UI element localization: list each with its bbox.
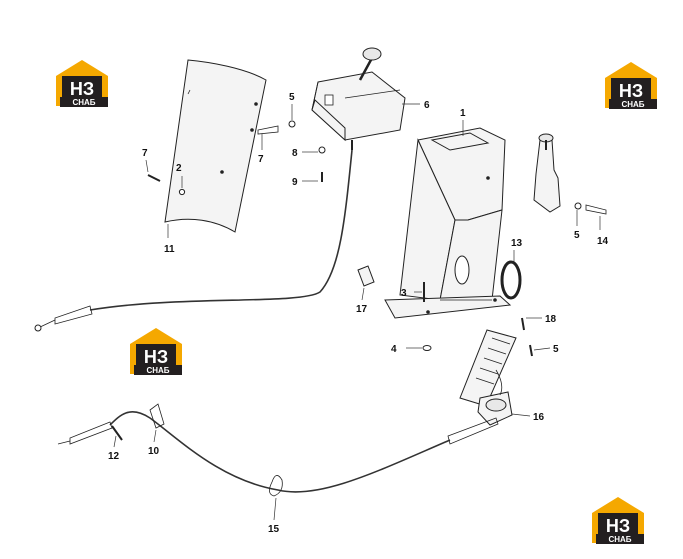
logo-letters: НЗ	[144, 347, 168, 367]
callout-15: 15	[268, 524, 280, 535]
callout-13: 10	[148, 446, 160, 457]
leader-lines	[113, 103, 601, 521]
logo-subtitle: СНАБ	[72, 98, 95, 107]
callout-5-top: 5	[289, 92, 295, 103]
grommet	[500, 260, 522, 300]
callout-11: 3	[401, 288, 407, 299]
logo-subtitle: СНАБ	[608, 535, 631, 544]
logo-top-right: НЗ СНАБ	[605, 62, 657, 109]
callout-labels: 1 11 13 14 5 5 5 6 7 7 8 9 2 3 4 10 12 1…	[108, 92, 609, 535]
logo-subtitle: СНАБ	[621, 100, 644, 109]
accelerator-pedal	[459, 329, 517, 426]
callout-2: 11	[164, 244, 175, 255]
callout-3: 13	[511, 238, 523, 249]
callout-18: 18	[545, 314, 557, 325]
cable-knob	[357, 265, 375, 287]
callout-1: 1	[460, 108, 466, 119]
callout-17: 17	[356, 304, 368, 315]
callout-7-mid: 7	[258, 154, 264, 165]
hardware	[111, 120, 533, 441]
callout-12: 4	[391, 344, 397, 355]
callout-4: 14	[597, 236, 609, 247]
callout-10: 2	[176, 163, 182, 174]
callout-5-pedal: 5	[553, 344, 559, 355]
callout-9: 9	[292, 177, 298, 188]
logo-subtitle: СНАБ	[146, 366, 169, 375]
callout-8: 8	[292, 148, 298, 159]
logo-letters: НЗ	[619, 81, 643, 101]
callout-14: 12	[108, 451, 120, 462]
upper-cable	[34, 149, 353, 332]
callout-6: 6	[424, 100, 430, 111]
side-cover-plate	[164, 59, 267, 233]
logo-letters: НЗ	[606, 516, 630, 536]
logo-letters: НЗ	[70, 79, 94, 99]
callout-7-left: 7	[142, 148, 148, 159]
logo-middle-left: НЗ СНАБ	[130, 328, 182, 375]
logo-top-left: НЗ СНАБ	[56, 60, 108, 107]
callout-5-right: 5	[574, 230, 580, 241]
logo-bottom-right: НЗ СНАБ	[592, 497, 644, 544]
lower-cable	[57, 403, 499, 497]
column-housing	[384, 127, 512, 319]
hand-lever-assembly	[533, 133, 607, 215]
callout-16: 16	[533, 412, 545, 423]
shift-lever-box	[311, 47, 406, 150]
